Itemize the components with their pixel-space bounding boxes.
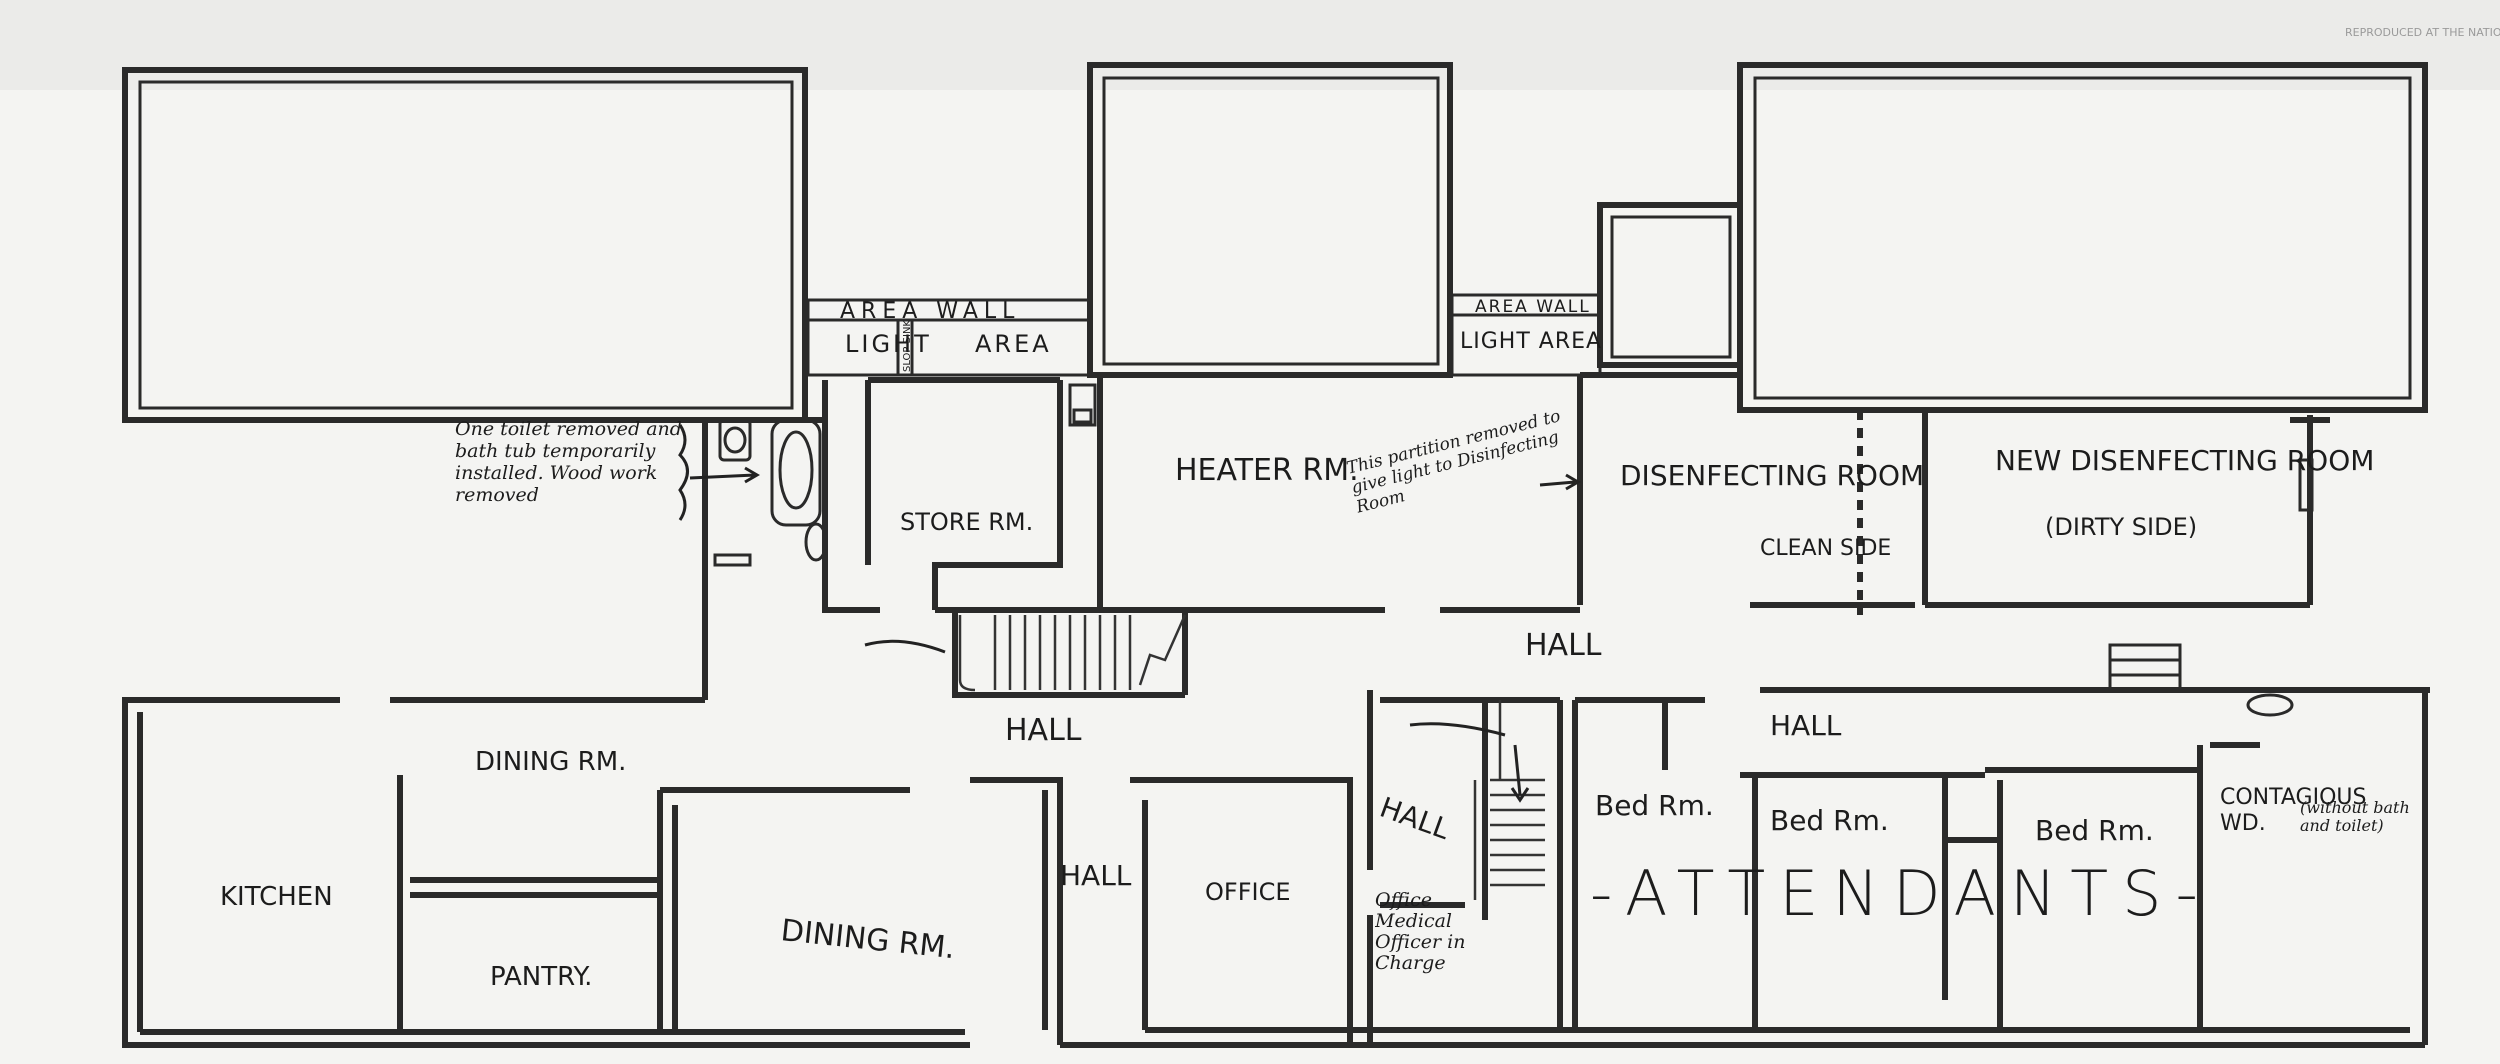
pantry-label: PANTRY.: [490, 962, 592, 992]
light-area-right: [1450, 293, 1602, 377]
toilet-note: One toilet removed and bath tub temporar…: [455, 418, 760, 521]
bed-room-label-3: Bed Rm.: [2035, 814, 2154, 847]
bed-room-label-1: Bed Rm.: [1595, 789, 1714, 822]
office-medical-officer-label: Office Medical Officer in Charge: [1375, 890, 1466, 974]
clean-side-label: CLEAN SIDE: [1760, 536, 1891, 561]
main-stair: [864, 607, 1188, 698]
hall-label-upper: HALL: [1525, 628, 1602, 663]
hall-label-right: HALL: [1770, 709, 1842, 742]
upper-block-left: [122, 67, 808, 423]
area-wall-label-right: AREA WALL: [1475, 297, 1591, 317]
toilet-area: [702, 417, 828, 700]
paper-shading: [0, 0, 2500, 90]
upper-block-right: [1737, 62, 2428, 413]
second-stair: [1409, 700, 1545, 900]
office-label: OFFICE: [1205, 878, 1291, 906]
new-disinfecting-room-label: NEW DISENFECTING ROOM: [1995, 444, 2374, 477]
light-area-left: [806, 298, 1092, 377]
lower-walls: [122, 687, 2430, 1048]
kitchen-label: KITCHEN: [220, 882, 333, 912]
slop-sink-label: SLOP SINK: [902, 320, 913, 372]
store-room-label: STORE RM.: [900, 508, 1033, 536]
sink-fixture: [1068, 383, 1097, 427]
dining-room-label-1: DINING RM.: [475, 747, 626, 777]
light-area-label-right: LIGHT AREA: [1460, 329, 1602, 354]
disinfecting-room-label: DISENFECTING ROOM: [1620, 459, 1924, 492]
dirty-side-label: (DIRTY SIDE): [2045, 513, 2197, 541]
toilet-note-text: One toilet removed and bath tub temporar…: [455, 418, 682, 506]
attendants-label: -ATTENDANTS-: [1590, 857, 2212, 930]
entry-steps: [2108, 643, 2294, 717]
bed-room-label-2: Bed Rm.: [1770, 804, 1889, 837]
light-label-left: LIGHT: [845, 330, 932, 358]
partition-note: This partition removed to give light to …: [1345, 406, 1581, 518]
hall-label-vertical-1: HALL: [1060, 859, 1132, 892]
contagious-ward-note: (without bath and toilet): [2300, 798, 2410, 835]
hall-label-left: HALL: [1005, 713, 1082, 748]
area-wall-label-left: AREA WALL: [840, 299, 1020, 324]
contagious-ward-label: CONTAGIOUS WD. (without bath and toilet): [2220, 785, 2410, 836]
area-label-left: AREA: [975, 330, 1052, 358]
heater-room-label: HEATER RM.: [1175, 453, 1359, 488]
office-medical-officer-text: Office Medical Officer in Charge: [1375, 890, 1466, 974]
archive-stamp: REPRODUCED AT THE NATIONAL ARCHIVES: [2345, 26, 2500, 39]
